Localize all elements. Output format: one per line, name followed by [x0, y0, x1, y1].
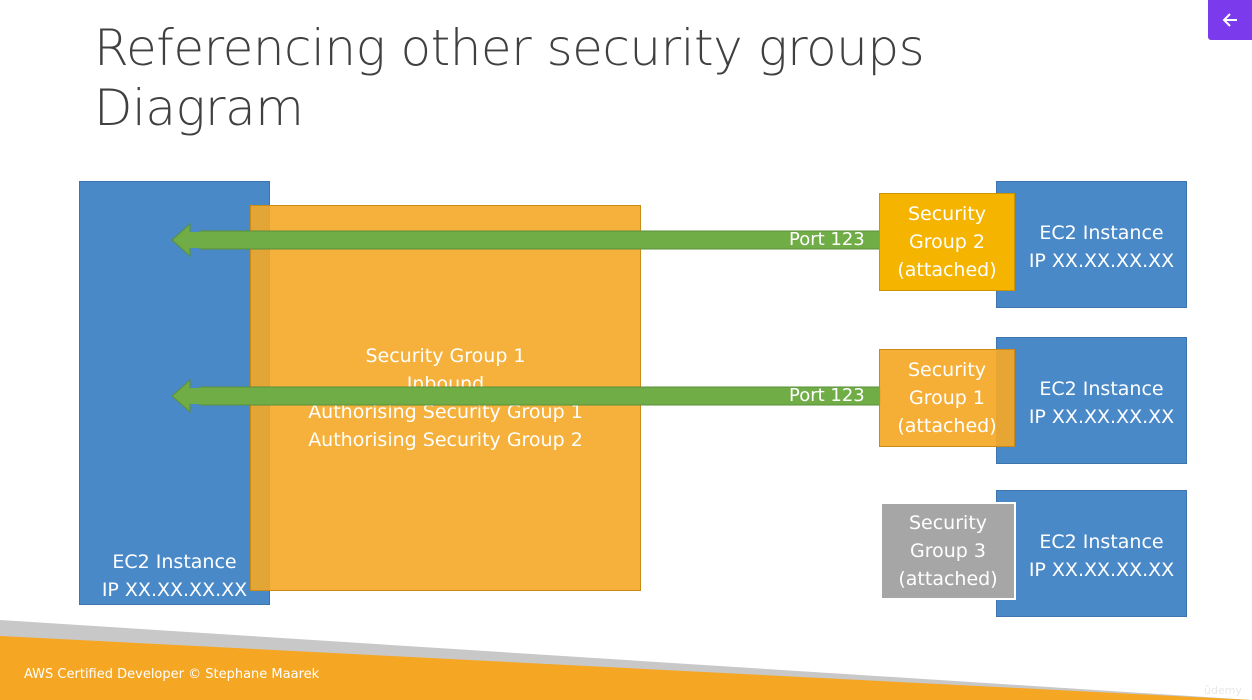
slide-title-line2: Diagram: [94, 79, 304, 137]
security-group-3-attached: Security Group 3 (attached): [880, 502, 1016, 600]
sg-name: Group 2: [909, 231, 985, 253]
security-group-1-attached: Security Group 1 (attached): [879, 349, 1015, 447]
arrow-left-icon: [1222, 13, 1237, 27]
security-group-2-attached: Security Group 2 (attached): [879, 193, 1015, 291]
sg1-rule-1: Authorising Security Group 1: [308, 401, 583, 423]
sg-attached: (attached): [897, 259, 997, 281]
ec2-ip: IP XX.XX.XX.XX: [1028, 559, 1175, 581]
sg-name: Group 1: [909, 387, 985, 409]
sg1-rule-2: Authorising Security Group 2: [308, 429, 583, 451]
right-ec2-instance-3: EC2 Instance IP XX.XX.XX.XX: [996, 490, 1187, 617]
slide-title: Referencing other security groups Diagra…: [94, 18, 925, 138]
sg-label: Security: [907, 359, 987, 381]
left-ec2-label: EC2 Instance: [112, 551, 237, 573]
right-ec2-instance-2: EC2 Instance IP XX.XX.XX.XX: [996, 337, 1187, 464]
port-label-1: Port 123: [789, 229, 865, 250]
ec2-label: EC2 Instance: [1039, 531, 1164, 553]
footer-copyright: AWS Certified Developer © Stephane Maare…: [24, 667, 320, 682]
ec2-ip: IP XX.XX.XX.XX: [1028, 406, 1175, 428]
back-button[interactable]: [1208, 0, 1252, 40]
sg-name: Group 3: [910, 540, 986, 562]
right-ec2-instance-1: EC2 Instance IP XX.XX.XX.XX: [996, 181, 1187, 308]
sg-attached: (attached): [898, 568, 998, 590]
ec2-label: EC2 Instance: [1039, 222, 1164, 244]
ec2-ip: IP XX.XX.XX.XX: [1028, 250, 1175, 272]
port-label-2: Port 123: [789, 385, 865, 406]
sg1-title: Security Group 1: [365, 345, 526, 367]
slide-title-line1: Referencing other security groups: [94, 19, 925, 77]
sg-label: Security: [907, 203, 987, 225]
left-ec2-ip: IP XX.XX.XX.XX: [101, 579, 248, 601]
sg-attached: (attached): [897, 415, 997, 437]
sg-label: Security: [908, 512, 988, 534]
ec2-label: EC2 Instance: [1039, 378, 1164, 400]
udemy-watermark: ûdemy: [1204, 684, 1242, 697]
